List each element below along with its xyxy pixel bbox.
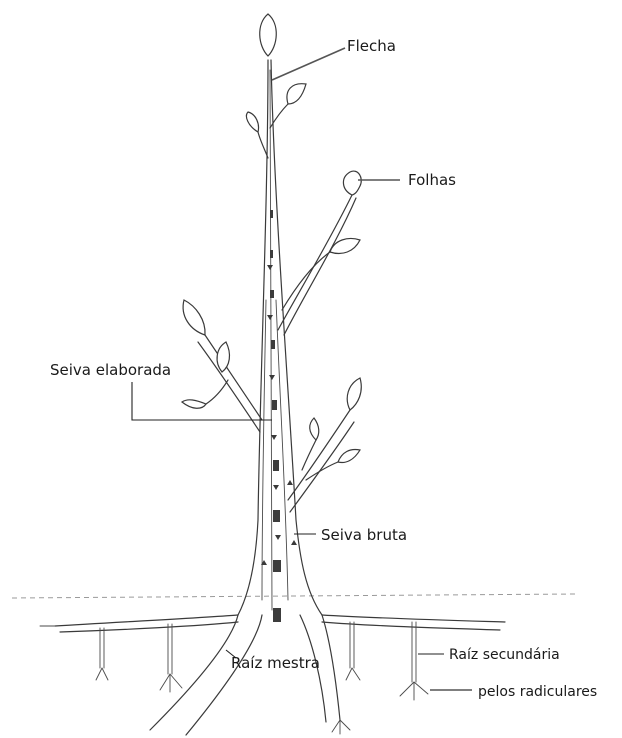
label-seiva-elaborada: Seiva elaborada	[50, 361, 171, 379]
label-raiz-secundaria: Raíz secundária	[449, 647, 560, 663]
leaf-right-low-top	[347, 378, 361, 410]
leaf-left-mid	[217, 342, 229, 372]
leaf-upper-right	[287, 84, 306, 104]
leaf-left-top	[183, 300, 205, 335]
leaf-right-low-a	[310, 418, 319, 440]
leaf-left-low	[182, 400, 206, 408]
leaf-folhas	[343, 171, 361, 195]
leaf-upper-left	[246, 112, 258, 132]
main-stem	[238, 60, 322, 615]
flecha-leader	[272, 48, 345, 80]
ground-line	[12, 594, 575, 598]
seiva-elaborada-leader	[132, 382, 272, 420]
leaf-right-low-b	[338, 450, 360, 463]
branches	[198, 104, 356, 512]
label-folhas: Folhas	[408, 171, 456, 189]
label-raiz-mestra: Raíz mestra	[231, 654, 320, 672]
label-pelos-radiculares: pelos radiculares	[478, 684, 597, 700]
label-flecha: Flecha	[347, 37, 396, 55]
roots	[40, 615, 505, 735]
leaf-top	[260, 14, 277, 56]
label-seiva-bruta: Seiva bruta	[321, 526, 407, 544]
